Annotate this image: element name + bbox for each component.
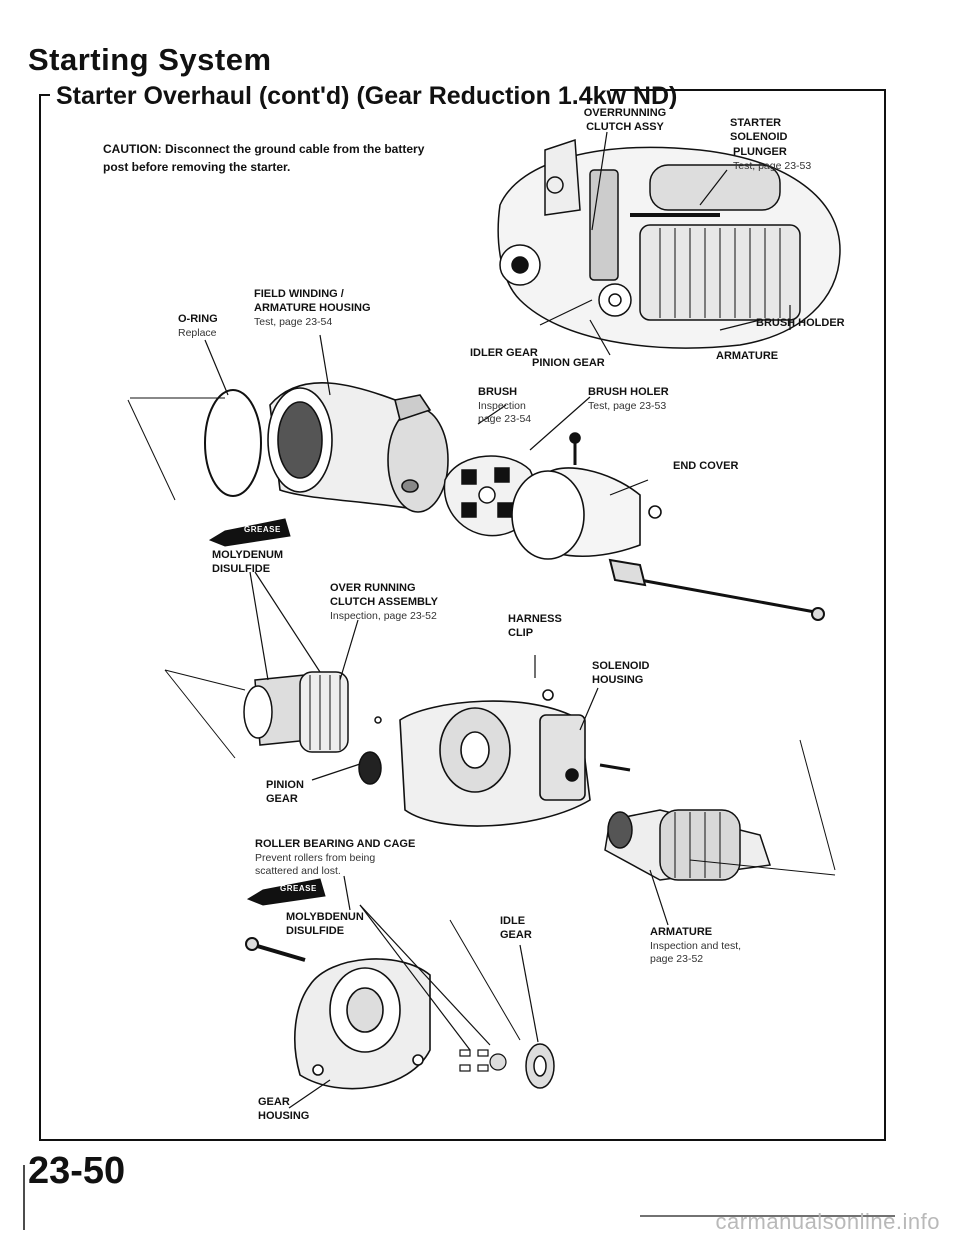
leader-lines bbox=[204, 131, 791, 1109]
label-text: ARMATURE HOUSING bbox=[254, 301, 371, 314]
label-subtext: scattered and lost. bbox=[255, 864, 341, 877]
label-subtext: Inspection and test, bbox=[650, 939, 742, 952]
label-plunger: PLUNGER Test, page 23-53 bbox=[733, 146, 811, 173]
label-molydenum-disulfide: MOLYDENUM DISULFIDE bbox=[212, 549, 283, 577]
grease-tube-icon bbox=[208, 518, 326, 906]
label-text: BRUSH HOLER bbox=[588, 386, 669, 398]
label-subtext: Replace bbox=[178, 326, 217, 339]
label-text: PLUNGER bbox=[733, 146, 787, 158]
label-end-cover: END COVER bbox=[673, 460, 739, 472]
label-o-ring: O-RING Replace bbox=[178, 313, 218, 340]
label-text: FIELD WINDING / bbox=[254, 288, 344, 300]
field-winding-housing-drawing bbox=[267, 382, 449, 513]
label-text: HOUSING bbox=[592, 673, 644, 686]
grease-badge: GREASE bbox=[244, 525, 281, 534]
label-subtext: Inspection bbox=[478, 399, 526, 412]
label-text: BRUSH bbox=[478, 386, 518, 398]
label-text: HARNESS bbox=[508, 613, 562, 625]
label-text: CLIP bbox=[508, 626, 534, 639]
label-molybdenun-disulfide: MOLYBDENUN DISULFIDE bbox=[286, 911, 364, 939]
label-text: IDLE bbox=[500, 915, 526, 927]
label-subtext: page 23-54 bbox=[478, 412, 532, 425]
label-text: SOLENOID bbox=[592, 660, 650, 672]
label-subtext: Prevent rollers from being bbox=[255, 851, 376, 864]
watermark: carmanualsonline.info bbox=[715, 1209, 940, 1234]
label-subtext: page 23-52 bbox=[650, 952, 704, 965]
overrunning-clutch-drawing bbox=[243, 671, 382, 753]
roller-bearing-drawing bbox=[459, 1049, 507, 1072]
label-brush: BRUSH Inspection page 23-54 bbox=[478, 386, 531, 426]
label-field-winding: FIELD WINDING / ARMATURE HOUSING Test, p… bbox=[254, 288, 371, 329]
label-solenoid-housing: SOLENOID HOUSING bbox=[592, 660, 649, 688]
label-pinion-gear: PINION GEAR bbox=[532, 357, 605, 369]
label-over-running-clutch: OVER RUNNING CLUTCH ASSEMBLY Inspection,… bbox=[330, 582, 438, 623]
page-number: 23-50 bbox=[28, 1150, 126, 1192]
label-starter-solenoid: STARTER SOLENOID bbox=[730, 117, 800, 145]
section-title: Starter Overhaul (cont'd) (Gear Reductio… bbox=[56, 82, 678, 110]
label-text: DISULFIDE bbox=[212, 562, 271, 575]
assembled-starter-drawing bbox=[497, 138, 841, 349]
label-text: OVERRUNNING CLUTCH ASSY bbox=[583, 107, 667, 133]
label-text: DISULFIDE bbox=[286, 924, 345, 937]
assembly-direction-lines bbox=[127, 397, 836, 1041]
label-overrunning-clutch-assy: OVERRUNNING CLUTCH ASSY bbox=[580, 107, 670, 135]
label-armature-lower: ARMATURE Inspection and test, page 23-52 bbox=[650, 926, 741, 966]
label-text: STARTER SOLENOID bbox=[730, 117, 788, 143]
label-roller-bearing: ROLLER BEARING and CAGE Prevent rollers … bbox=[255, 838, 415, 878]
through-bolt-drawing bbox=[245, 558, 825, 962]
label-brush-holer: BRUSH HOLER Test, page 23-53 bbox=[588, 386, 669, 413]
label-text: MOLYBDENUN bbox=[286, 911, 364, 923]
label-idler-gear: IDLER GEAR bbox=[470, 347, 538, 359]
label-pinion-gear-lower: PINION GEAR bbox=[266, 779, 304, 807]
label-text: CLUTCH ASSEMBLY bbox=[330, 595, 438, 608]
pinion-gear-drawing bbox=[358, 751, 382, 785]
label-idle-gear: IDLE GEAR bbox=[500, 915, 532, 943]
label-text: MOLYDENUM bbox=[212, 549, 284, 561]
label-armature: ARMATURE bbox=[716, 350, 779, 362]
label-text: OVER RUNNING bbox=[330, 582, 416, 594]
end-cover-drawing bbox=[511, 432, 662, 560]
gear-housing-drawing bbox=[294, 958, 431, 1090]
section-frame bbox=[23, 89, 886, 1230]
label-text: HOUSING bbox=[258, 1109, 310, 1122]
label-text: GEAR bbox=[258, 1096, 290, 1108]
o-ring-drawing bbox=[204, 389, 262, 497]
footer-rule bbox=[640, 1215, 895, 1217]
label-harness-clip: HARNESS CLIP bbox=[508, 613, 562, 641]
label-subtext: Test, page 23-53 bbox=[588, 399, 667, 412]
label-brush-holder: BRUSH HOLDER bbox=[756, 317, 845, 329]
label-subtext: Inspection, page 23-52 bbox=[330, 609, 437, 622]
label-text: GEAR bbox=[266, 792, 298, 805]
solenoid-housing-drawing bbox=[399, 689, 631, 827]
label-text: ARMATURE bbox=[650, 926, 713, 938]
caution-note: CAUTION: Disconnect the ground cable fro… bbox=[103, 142, 425, 174]
label-gear-housing: GEAR HOUSING bbox=[258, 1096, 309, 1124]
label-text: O-RING bbox=[178, 313, 218, 325]
label-text: GEAR bbox=[500, 928, 532, 941]
grease-badge: GREASE bbox=[280, 884, 317, 893]
label-text: PINION bbox=[266, 779, 304, 791]
armature-drawing bbox=[604, 809, 771, 881]
label-text: ROLLER BEARING and CAGE bbox=[255, 838, 416, 850]
idle-gear-drawing bbox=[525, 1043, 555, 1089]
page-title: Starting System bbox=[28, 42, 272, 77]
label-subtext: Test, page 23-54 bbox=[254, 315, 333, 328]
label-subtext: Test, page 23-53 bbox=[733, 159, 812, 172]
